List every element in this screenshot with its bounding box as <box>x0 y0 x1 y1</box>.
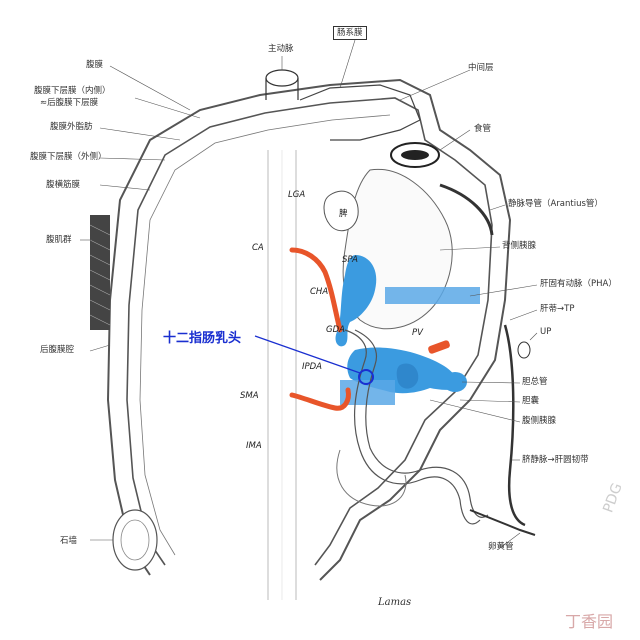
label-retroperitoneal-sub: ≈后腹膜下层膜 <box>40 98 99 108</box>
arantius-duct <box>439 183 494 236</box>
label-arantius-duct: 静脉导管（Arantius管） <box>508 199 603 209</box>
celiac-artery <box>289 247 343 333</box>
label-up: UP <box>540 327 552 337</box>
leader-lines-right <box>281 39 538 549</box>
label-common-bile-duct: 胆总管 <box>522 377 548 387</box>
vessel-sma: SMA <box>240 391 259 401</box>
label-subperitoneal-outer: 腹膜下层膜（外侧） <box>30 152 107 162</box>
intestine-loop <box>336 449 407 507</box>
label-vitelline-duct: 卵黄管 <box>488 542 514 552</box>
rectum <box>112 509 158 571</box>
muscle-hatch <box>89 224 111 326</box>
rectum-inner <box>120 519 150 561</box>
label-retroperitoneal-space: 后腹膜腔 <box>40 345 75 355</box>
label-mesentery: 肠系膜 <box>333 26 367 40</box>
vessel-gda: GDA <box>326 325 345 335</box>
portal-vein-mark <box>428 340 450 354</box>
label-gallbladder: 胆囊 <box>522 396 540 406</box>
label-peritoneum: 腹膜 <box>86 60 104 70</box>
watermark-brand: 丁香园 <box>565 612 614 631</box>
artist-signature: Lamas <box>378 597 412 608</box>
label-subperitoneal-inner: 腹膜下层膜（内侧） <box>34 86 111 96</box>
label-extraperitoneal-fat: 腹膜外脂肪 <box>50 122 93 132</box>
vessel-pv: PV <box>412 328 423 338</box>
label-hepatic-pedicle: 肝蒂→TP <box>540 304 575 314</box>
umbilical-vein <box>503 324 526 527</box>
label-middle-layer: 中间层 <box>468 63 494 73</box>
vessel-lga: LGA <box>288 190 306 200</box>
body-wall-inner <box>126 97 493 566</box>
label-rectum: 石墙 <box>60 536 78 546</box>
vitelline-duct <box>469 509 536 536</box>
vessel-spa: SPA <box>342 255 358 265</box>
label-esophagus: 食管 <box>474 124 492 134</box>
gut-tube-2 <box>354 329 489 518</box>
portal-band <box>385 287 480 304</box>
label-aorta: 主动脉 <box>268 44 294 54</box>
gallbladder <box>443 372 467 392</box>
leader-lines-left <box>80 65 201 541</box>
papilla-pointer <box>254 335 361 374</box>
sma-artery <box>289 387 351 411</box>
label-transversalis-fascia: 腹横筋膜 <box>46 180 81 190</box>
callout-duodenal-papilla: 十二指肠乳头 <box>163 331 242 346</box>
abdominal-muscles <box>90 215 110 330</box>
label-abdominal-muscles: 腹肌群 <box>46 235 72 245</box>
aorta-top <box>265 69 299 87</box>
label-umbilical-vein: 脐静脉→肝圆韧带 <box>522 455 589 465</box>
vessel-ipda: IPDA <box>302 362 322 372</box>
label-dorsal-pancreas: 背侧胰腺 <box>502 241 537 251</box>
mesentery <box>299 84 421 141</box>
label-spleen: 脾 <box>339 209 348 219</box>
vessel-ca: CA <box>252 243 264 253</box>
up-ring <box>517 341 531 359</box>
vessel-cha: CHA <box>310 287 329 297</box>
vessel-ima: IMA <box>246 441 262 451</box>
aorta-body <box>265 78 299 100</box>
pancreas-blob <box>396 363 419 389</box>
dorsal-pancreas <box>335 255 377 347</box>
spleen <box>323 190 359 232</box>
label-ventral-pancreas: 腹侧胰腺 <box>522 416 557 426</box>
gut-tube <box>344 329 481 525</box>
papilla-circle <box>358 369 374 385</box>
label-proper-hepatic-artery: 肝固有动脉（PHA） <box>540 279 617 289</box>
peritoneum-line <box>139 114 391 556</box>
esophagus-lumen <box>401 150 429 160</box>
